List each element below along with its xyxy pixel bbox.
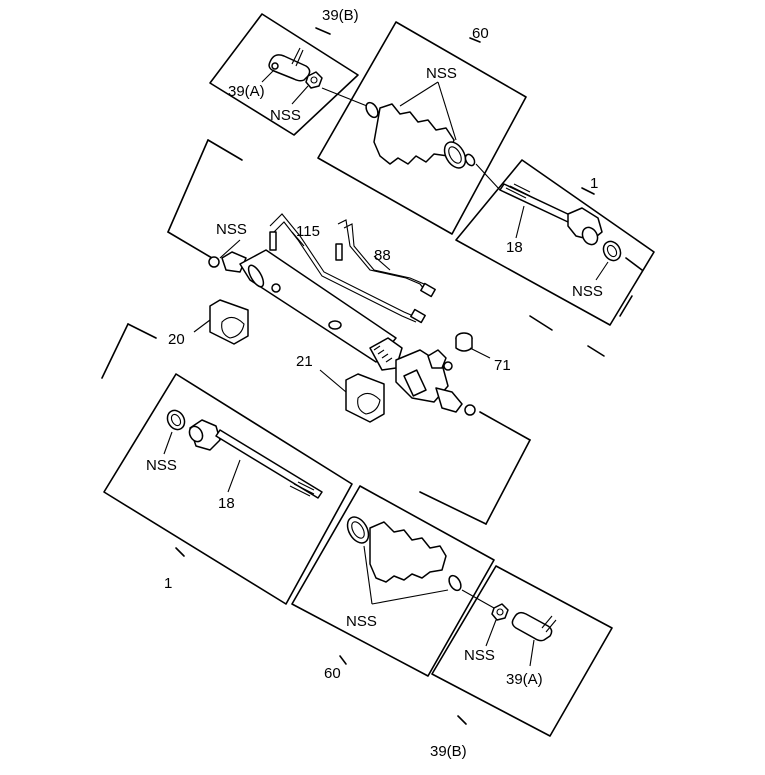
boot-top [365,101,476,169]
label-18-bottom: 18 [218,495,235,512]
leader-nss-rack [219,239,241,259]
box-boot-top [317,21,527,235]
leader-nss-washer-bottom [163,431,173,455]
leader-71 [469,347,491,359]
label-88: 88 [374,247,391,264]
leader-nss-boot-top-1 [399,81,439,107]
leader-21 [319,369,347,393]
label-39b-bottom: 39(B) [430,743,467,760]
label-18-top: 18 [506,239,523,256]
label-nss-washer-top: NSS [572,283,603,300]
return-pipe-88 [335,219,436,298]
label-nss-rack: NSS [216,221,247,238]
box-tie-rod-end-bottom [431,565,613,737]
tie-rod-bottom [188,419,323,499]
label-71: 71 [494,357,511,374]
leader-39a-top [261,69,275,83]
label-39b-top: 39(B) [322,7,359,24]
label-1-bottom: 1 [164,575,172,592]
washer-top [602,240,622,262]
mount-bracket-20 [209,299,249,345]
label-60-bottom: 60 [324,665,341,682]
box-tie-rod-end-top [209,13,359,136]
leader-39a-bottom [529,639,535,667]
tie-rod-end-top [268,47,311,82]
leader-nss-boot-bottom-2 [371,589,449,605]
label-nss-nut-top: NSS [270,107,301,124]
leader-nss-washer-top [595,261,609,281]
axis-line-bottom [461,589,495,609]
tie-rod-top [499,183,603,246]
axis-line-top-1 [321,87,373,109]
label-nss-boot-bottom: NSS [346,613,377,630]
boot-bottom [346,516,462,592]
steering-rack-housing [208,249,476,416]
label-60-top: 60 [472,25,489,42]
leader-nss-boot-top-2 [437,81,457,141]
washer-bottom [166,409,186,431]
leader-115 [291,231,305,247]
box-tie-rod-bottom [103,373,353,605]
label-115: 115 [296,223,320,240]
label-20: 20 [168,331,185,348]
label-nss-washer-bottom: NSS [146,457,177,474]
leader-nss-boot-bottom-1 [363,545,373,605]
leader-nss-nut-bottom [485,619,497,647]
axis-line-top-2 [475,163,501,191]
label-39a-top: 39(A) [228,83,265,100]
leader-20 [193,319,211,333]
leader-nss-nut-top [291,85,309,105]
label-39a-bottom: 39(A) [506,671,543,688]
leader-18-top [515,205,525,239]
cap-71 [455,332,473,352]
label-1-top: 1 [590,175,598,192]
label-nss-boot-top: NSS [426,65,457,82]
tie-rod-end-bottom [511,611,557,642]
rack-boundary-lines [167,139,531,525]
label-nss-nut-bottom: NSS [464,647,495,664]
dash-line-right-upper [529,257,643,357]
nut-top [305,71,323,89]
label-21: 21 [296,353,313,370]
box-tie-rod-top [455,159,655,326]
dash-line-left-middle [101,323,157,379]
leader-18-bottom [227,459,241,493]
pressure-pipe-115 [269,213,426,324]
nut-bottom [491,603,509,621]
mount-bracket-21 [345,373,385,423]
box-boot-bottom [291,485,495,677]
leader-88 [373,255,391,271]
